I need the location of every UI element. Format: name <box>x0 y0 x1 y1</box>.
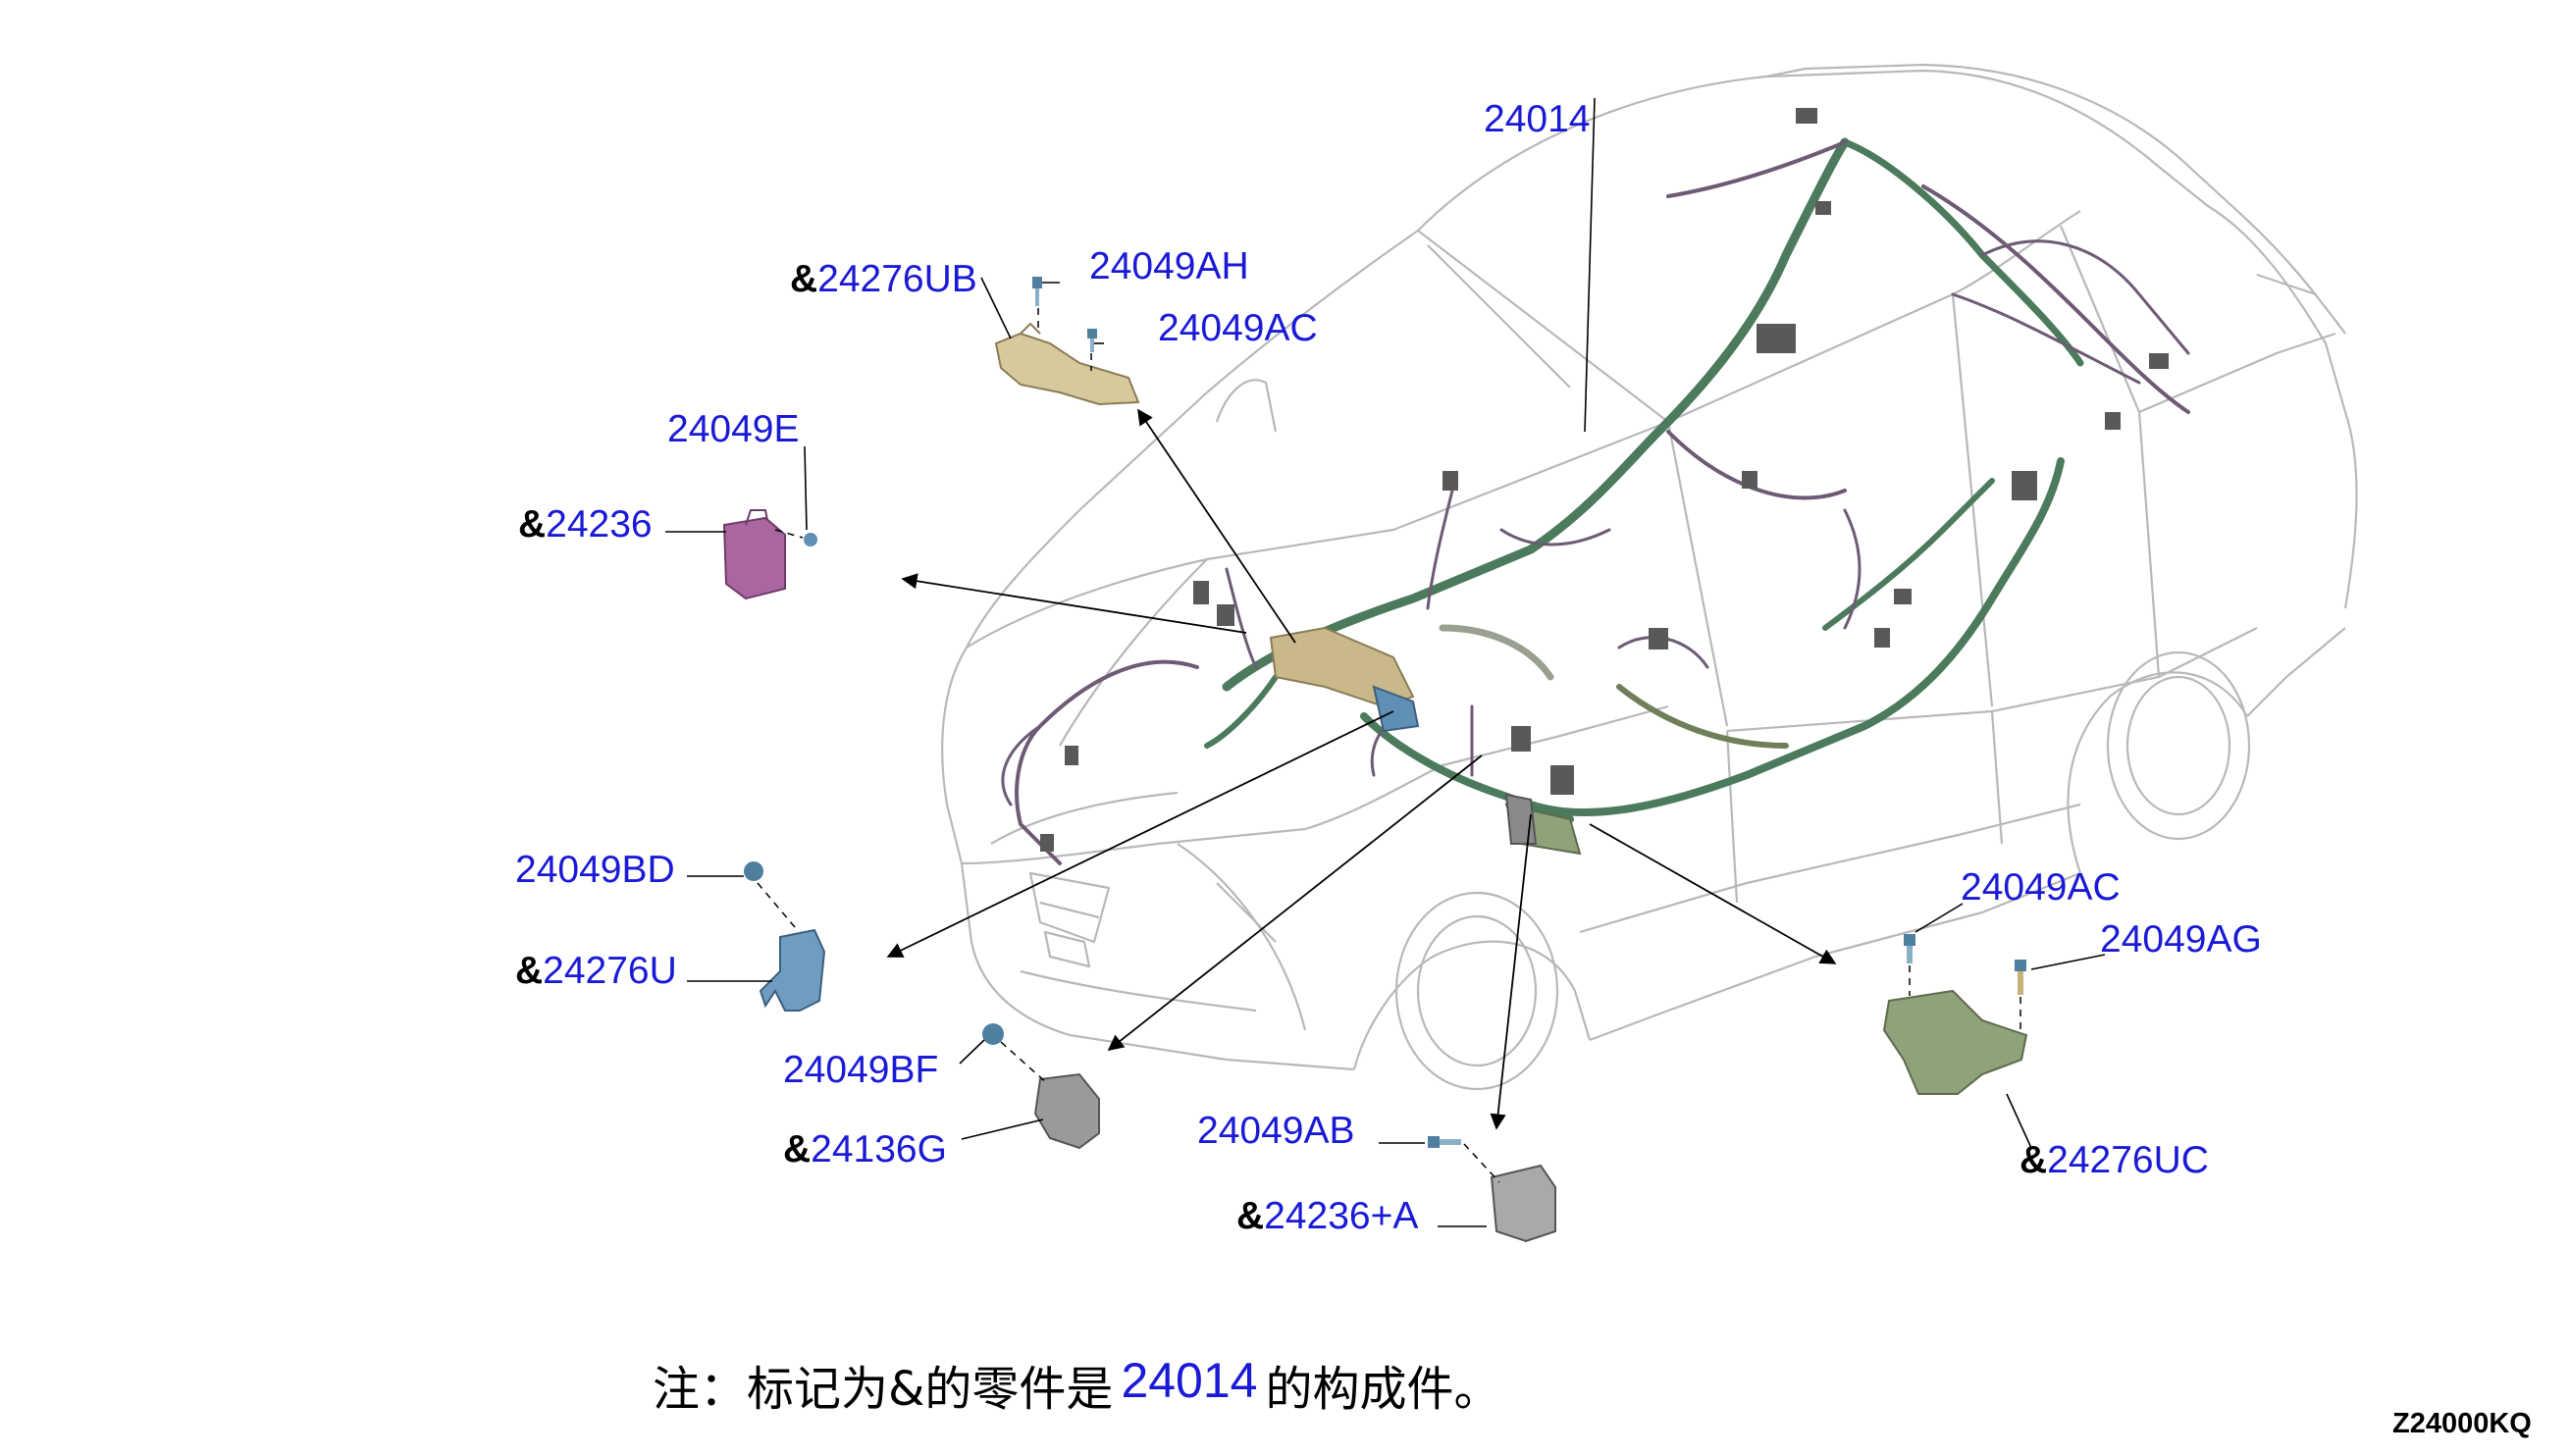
amp-mark: & <box>518 503 547 546</box>
callout-24276UB-number: 24276UB <box>817 258 977 300</box>
callout-24136G: &24136G <box>783 1130 947 1169</box>
diagram-code: Z24000KQ <box>2392 1408 2532 1439</box>
part-24236A-module <box>1490 1164 1556 1243</box>
part-24136G-module <box>1033 1072 1100 1150</box>
callout-24276U: &24276U <box>515 952 677 990</box>
callout-24049AH: 24049AH <box>1089 245 1249 287</box>
callout-24049E: 24049E <box>667 408 800 450</box>
footnote-suffix: 的构成件。 <box>1265 1362 1501 1417</box>
bolt-24049E <box>804 533 817 546</box>
dashed-guides <box>757 308 2021 1183</box>
amp-mark: & <box>515 950 544 992</box>
leader-lines <box>665 97 2106 1227</box>
amp-mark: & <box>790 258 818 300</box>
main-harness <box>1001 108 2190 865</box>
callout-24276UC-number: 24276UC <box>2047 1139 2209 1181</box>
bolt-24049AG <box>2015 960 2026 995</box>
bolt-24049AC-right <box>1904 934 1915 963</box>
callout-24014: 24014 <box>1484 98 1591 140</box>
callout-24049AC-top: 24049AC <box>1158 307 1318 349</box>
callout-24276UB: &24276UB <box>790 260 977 298</box>
footnote-prefix: 注：标记为&的零件是 <box>653 1362 1114 1417</box>
bolt-24049AH <box>1032 277 1042 306</box>
bolt-24049BF <box>982 1023 1004 1045</box>
callout-24276UC: &24276UC <box>2019 1141 2209 1179</box>
part-24276U-bracket <box>759 928 826 1012</box>
bolt-24049AC-top <box>1087 329 1097 352</box>
callout-24136G-number: 24136G <box>811 1128 947 1170</box>
part-arrows <box>886 408 1837 1130</box>
callout-24049AG: 24049AG <box>2100 918 2262 961</box>
callout-24049BF: 24049BF <box>783 1049 939 1091</box>
part-24276UC-bracket <box>1882 989 2028 1095</box>
part-24276UB-bracket <box>994 322 1140 406</box>
callout-24049AB: 24049AB <box>1197 1110 1355 1152</box>
callout-24236-number: 24236 <box>546 503 653 546</box>
callout-24276U-number: 24276U <box>543 950 677 992</box>
amp-mark: & <box>783 1128 812 1170</box>
part-24236-module <box>722 509 786 600</box>
callout-24049BD: 24049BD <box>515 849 675 891</box>
amp-mark: & <box>1236 1195 1265 1237</box>
callout-24236A-number: 24236+A <box>1264 1195 1419 1237</box>
callout-24236A: &24236+A <box>1236 1197 1418 1235</box>
footnote-part-number: 24014 <box>1121 1353 1258 1408</box>
amp-mark: & <box>2019 1139 2048 1181</box>
vehicle-outline <box>941 63 2358 1091</box>
bolt-24049BD <box>744 861 763 881</box>
callout-24049AC-right: 24049AC <box>1961 866 2121 909</box>
callout-24236: &24236 <box>518 505 653 544</box>
bolt-24049AB <box>1428 1136 1461 1148</box>
